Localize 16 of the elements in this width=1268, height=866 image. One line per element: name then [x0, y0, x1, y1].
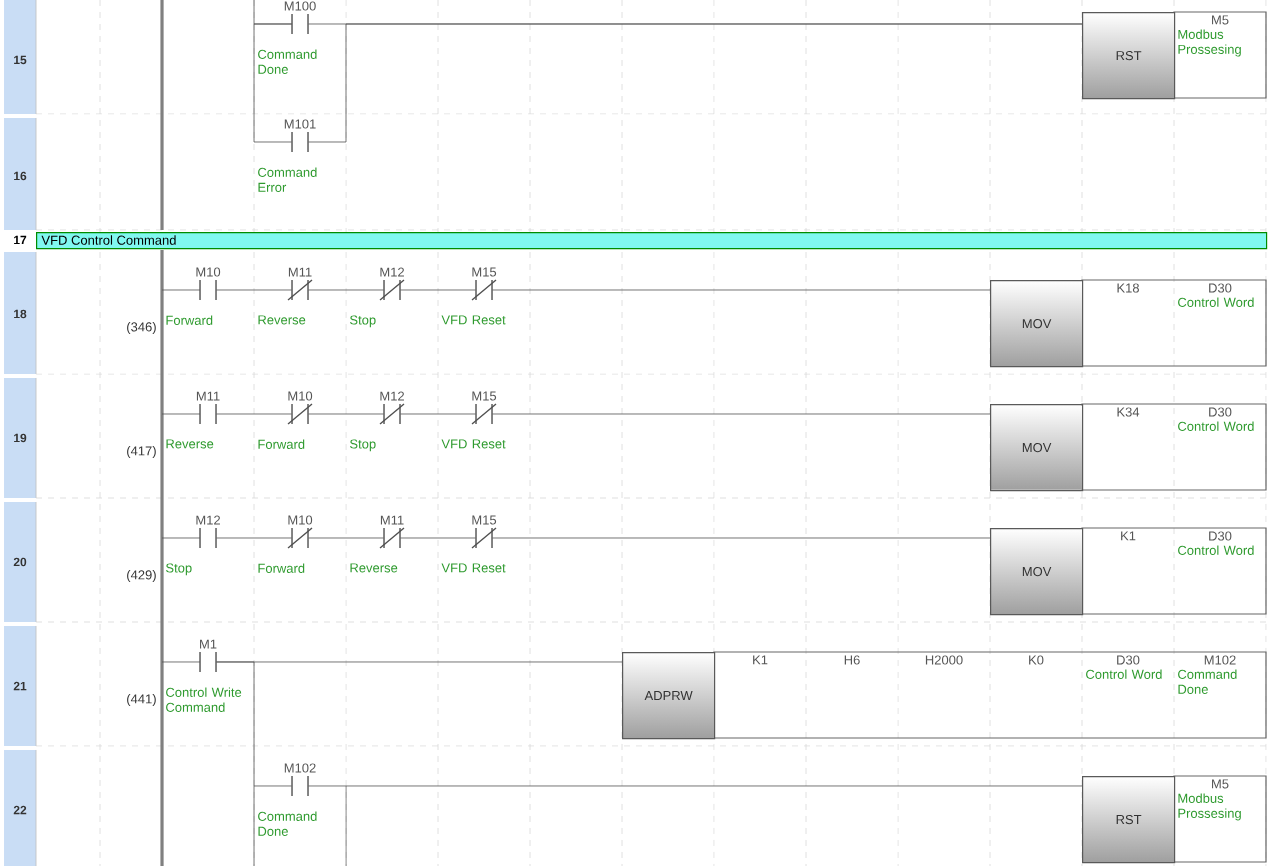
rung-wire	[253, 23, 292, 143]
rung-wire	[308, 289, 384, 291]
rung-wire	[400, 413, 476, 415]
rung-wire	[492, 537, 991, 539]
rung-wire	[216, 661, 292, 787]
rung-wire	[216, 289, 292, 291]
rung-wire	[308, 537, 384, 539]
rung-wire	[492, 289, 991, 291]
rung-wire	[216, 537, 292, 539]
rung-wire	[492, 413, 991, 415]
rung-wire	[216, 413, 292, 415]
rung-wire	[308, 23, 1083, 143]
rung-wire	[400, 289, 476, 291]
rung-wire	[308, 413, 384, 415]
rung-wire	[400, 537, 476, 539]
rung-wire	[308, 785, 1083, 787]
